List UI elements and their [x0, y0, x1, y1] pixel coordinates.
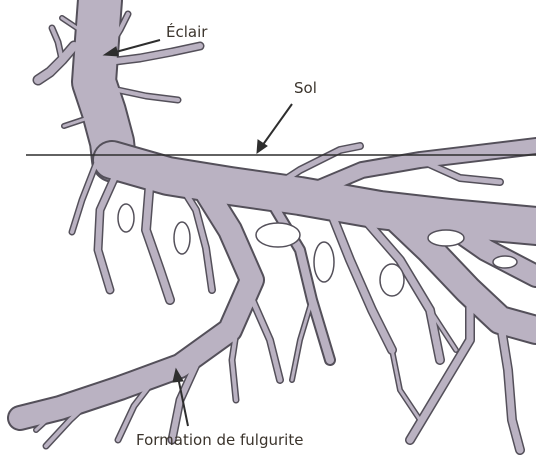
fulgurite-label: Formation de fulgurite [136, 431, 303, 449]
ground-arrow [262, 104, 292, 146]
ground-label: Sol [294, 79, 317, 97]
lightning-label: Éclair [166, 22, 208, 41]
fulgurite-root-system [20, 146, 536, 450]
